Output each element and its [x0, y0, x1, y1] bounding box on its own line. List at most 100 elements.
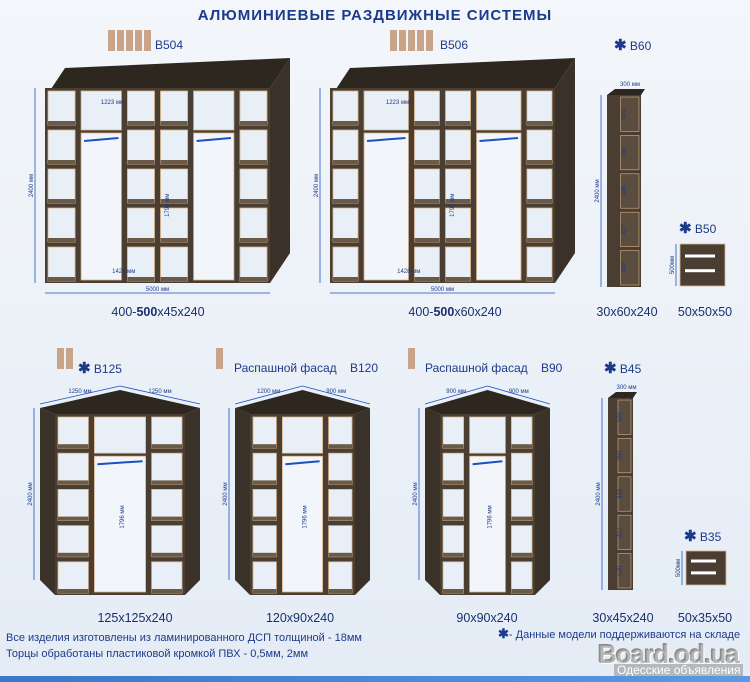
- wardrobe-b506-cell-shelf: [414, 199, 440, 203]
- shelf-b45-height-dim-label: 2400 мм: [596, 482, 602, 505]
- hanging-rod: [472, 460, 503, 466]
- drawer-b50-height-dim-label: 500мм: [670, 256, 676, 274]
- wardrobe-b125-cell: [57, 561, 89, 594]
- wardrobe-b506-cell: [445, 129, 471, 165]
- wardrobe-b120-hang-top-cell: [281, 416, 323, 454]
- wardrobe-b506-cell: [526, 168, 553, 204]
- wardrobe-b120-cell-shelf: [253, 552, 277, 557]
- drawer-b50-drawer-handle: [685, 254, 715, 258]
- size-b45: 30x45x240: [592, 611, 654, 625]
- wardrobe-b125-cell: [57, 452, 89, 485]
- wardrobe-b506-cell-shelf: [526, 199, 552, 203]
- wardrobe-b120-cell-shelf: [328, 589, 352, 593]
- wardrobe-b90-cell: [442, 525, 465, 558]
- wardrobe-b90-right-side: [535, 408, 550, 595]
- wardrobe-b125-hang-hanging-space: [94, 455, 147, 593]
- wardrobe-b120-height-dim-label: 2400 мм: [223, 482, 229, 505]
- shelf-b45-shelf-dim: 500: [618, 565, 624, 576]
- footer-stock-note: ✱- Данные модели поддерживаются на склад…: [498, 626, 741, 641]
- wardrobe-b504-cell: [160, 129, 188, 165]
- hanging-rod: [285, 460, 320, 466]
- wardrobe-b506-cell-shelf: [333, 199, 359, 203]
- star-icon: ✱: [604, 360, 617, 377]
- wardrobe-b120-left-side: [235, 408, 250, 595]
- wardrobe-b125-left-side: [40, 408, 55, 595]
- wardrobe-b504-cell: [160, 90, 188, 126]
- wardrobe-b504-cell: [127, 90, 155, 126]
- wardrobe-b506-cell-shelf: [414, 160, 440, 164]
- wardrobe-b90-side-a-dim-label: 900 мм: [446, 389, 466, 395]
- wardrobe-b90-cell: [510, 488, 533, 521]
- wardrobe-b90-cell: [510, 561, 533, 594]
- wardrobe-b90-side-b-dim-label: 900 мм: [509, 389, 529, 395]
- wardrobe-b120-right-side: [355, 408, 370, 595]
- wardrobe-b125-cell: [57, 525, 89, 558]
- wardrobe-b506-cell: [332, 168, 359, 204]
- wardrobe-b506-height-dim-label: 2400 мм: [314, 174, 320, 197]
- wardrobe-b125-cell: [57, 488, 89, 521]
- b50-label: ✱ B50: [679, 219, 716, 237]
- wardrobe-b506-hang-top-cell: [363, 90, 409, 131]
- star-icon: ✱: [684, 528, 697, 545]
- wardrobe-b125-top: [40, 390, 200, 414]
- wardrobe-b506-cell-shelf: [445, 277, 471, 281]
- facade-swatch-b125: [57, 348, 73, 369]
- wardrobe-b125-cell-shelf: [58, 589, 89, 593]
- wardrobe-b506-cell-shelf: [445, 238, 471, 242]
- wardrobe-b506-cell-shelf: [414, 238, 440, 242]
- shelf-b60-height-dim-label: 2400 мм: [595, 179, 601, 202]
- wardrobe-b120-cell: [328, 525, 353, 558]
- wardrobe-b506-cell: [414, 207, 440, 243]
- watermark-logo: Board.od.ua: [598, 639, 740, 669]
- drawer-b50-body: [679, 243, 726, 287]
- wardrobe-b504-cell-shelf: [48, 160, 76, 164]
- wardrobe-b506-cell: [332, 246, 359, 282]
- wardrobe-b504-cell: [239, 90, 268, 126]
- wardrobe-b504-cell-shelf: [239, 238, 267, 242]
- wardrobe-b125-cell-shelf: [58, 444, 89, 449]
- size-b35: 50x35x50: [677, 611, 733, 625]
- wardrobe-b506-hang-dim: 1796 мм: [450, 194, 456, 217]
- shelf-b45-shelf-cell: [617, 553, 632, 589]
- wardrobe-b504-cell: [239, 129, 268, 165]
- product-code-b35: B35: [699, 530, 722, 544]
- wardrobe-b504-cell-shelf: [160, 277, 188, 281]
- wardrobe-b504-cell: [160, 246, 188, 282]
- wardrobe-b506-cell: [445, 207, 471, 243]
- shelf-b45-shelf-cell: [617, 514, 632, 550]
- drawer-b35-drawer-handle: [691, 571, 716, 575]
- shelf-b45-shelf-dim: 398: [618, 450, 624, 461]
- star-icon: ✱: [614, 37, 627, 54]
- shelf-b45-top: [608, 392, 637, 398]
- product-code-b504: B504: [155, 38, 184, 52]
- facade-swatch-b90: [408, 348, 415, 369]
- wardrobe-b120-top: [235, 390, 370, 414]
- b45-label: ✱ B45: [604, 359, 641, 377]
- shelf-b60-shelf-cell: [620, 96, 640, 132]
- wardrobe-b90-cell: [442, 452, 465, 485]
- product-code-b506: B506: [440, 38, 469, 52]
- wardrobe-b120-side-b-dim-label: 900 мм: [326, 389, 346, 395]
- wardrobe-b125-side-a-dim-line: [39, 385, 121, 405]
- drawer-b35-height-dim-label: 500мм: [676, 559, 682, 577]
- wardrobe-b125-side-b-dim-line: [119, 385, 201, 405]
- wardrobe-b120-cell: [252, 525, 277, 558]
- wardrobe-b506-cell-shelf: [414, 121, 440, 125]
- wardrobe-b504-cell-shelf: [127, 238, 155, 242]
- wardrobe-b504-hang-hanging-space: [80, 132, 122, 281]
- wardrobe-b504-side: [270, 58, 290, 283]
- wardrobe-b506-cell: [526, 129, 553, 165]
- wardrobe-b120-cell: [252, 561, 277, 594]
- hanging-rod: [196, 137, 231, 142]
- wardrobe-b504-cell: [127, 246, 155, 282]
- wardrobe-b504-cell: [239, 168, 268, 204]
- shelf-b60-shelf-cell: [620, 173, 640, 209]
- wardrobe-b120-hang-dim: 1796 мм: [303, 505, 309, 528]
- wardrobe-b504-cell: [47, 90, 76, 126]
- wardrobe-b506-shelf-dim: 1428 мм: [397, 269, 420, 275]
- wardrobe-b504-cell: [160, 168, 188, 204]
- wardrobe-b504-cell: [47, 129, 76, 165]
- wardrobe-b120-cell-shelf: [253, 589, 277, 593]
- wardrobe-b504-cell-shelf: [127, 199, 155, 203]
- wardrobe-b506-cell: [332, 129, 359, 165]
